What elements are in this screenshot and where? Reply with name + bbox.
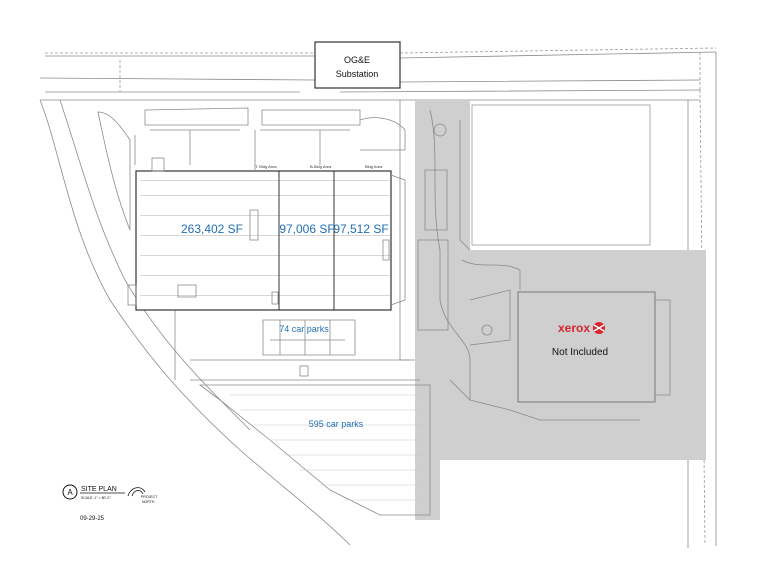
title-block-scale: SCALE: 1" = 80'-0" <box>81 496 111 500</box>
north-parking-islands <box>134 107 406 170</box>
title-block-title: SITE PLAN <box>81 486 117 493</box>
title-block-marker: A <box>67 488 73 497</box>
xerox-building <box>517 291 656 403</box>
building-3-area: 97,512 SF <box>333 222 388 236</box>
north-arrow-icon <box>127 487 146 497</box>
property-lines <box>39 47 717 548</box>
north-car-park-label: 74 car parks <box>279 324 329 334</box>
main-building: T. Bldg Area B-Bldg Area Bldg Area <box>127 157 406 311</box>
drawing-date: 09-29-25 <box>80 516 105 522</box>
substation-label-line1: OG&E <box>344 55 370 65</box>
svg-text:T. Bldg Area: T. Bldg Area <box>255 164 277 169</box>
substation-label-line2: Substation <box>336 69 379 79</box>
grey-zone-roads <box>417 109 640 421</box>
xerox-wordmark: xerox <box>558 321 590 335</box>
building-1-area: 263,402 SF <box>181 222 243 236</box>
not-included-label: Not Included <box>552 347 608 358</box>
xerox-logo: xerox <box>558 321 605 335</box>
south-car-park-label: 595 car parks <box>309 419 364 429</box>
north-label-line1: PROJECT <box>141 495 158 499</box>
north-label-line2: NORTH <box>142 500 155 504</box>
west-roads <box>39 99 420 546</box>
building-2-area: 97,006 SF <box>279 222 334 236</box>
south-car-park <box>198 365 431 516</box>
north-car-park <box>262 319 356 356</box>
substation: OG&E Substation <box>314 41 401 89</box>
svg-text:B-Bldg Area: B-Bldg Area <box>310 164 332 169</box>
svg-text:Bldg Area: Bldg Area <box>365 164 383 169</box>
title-block: A SITE PLAN SCALE: 1" = 80'-0" PROJECT N… <box>62 484 158 522</box>
